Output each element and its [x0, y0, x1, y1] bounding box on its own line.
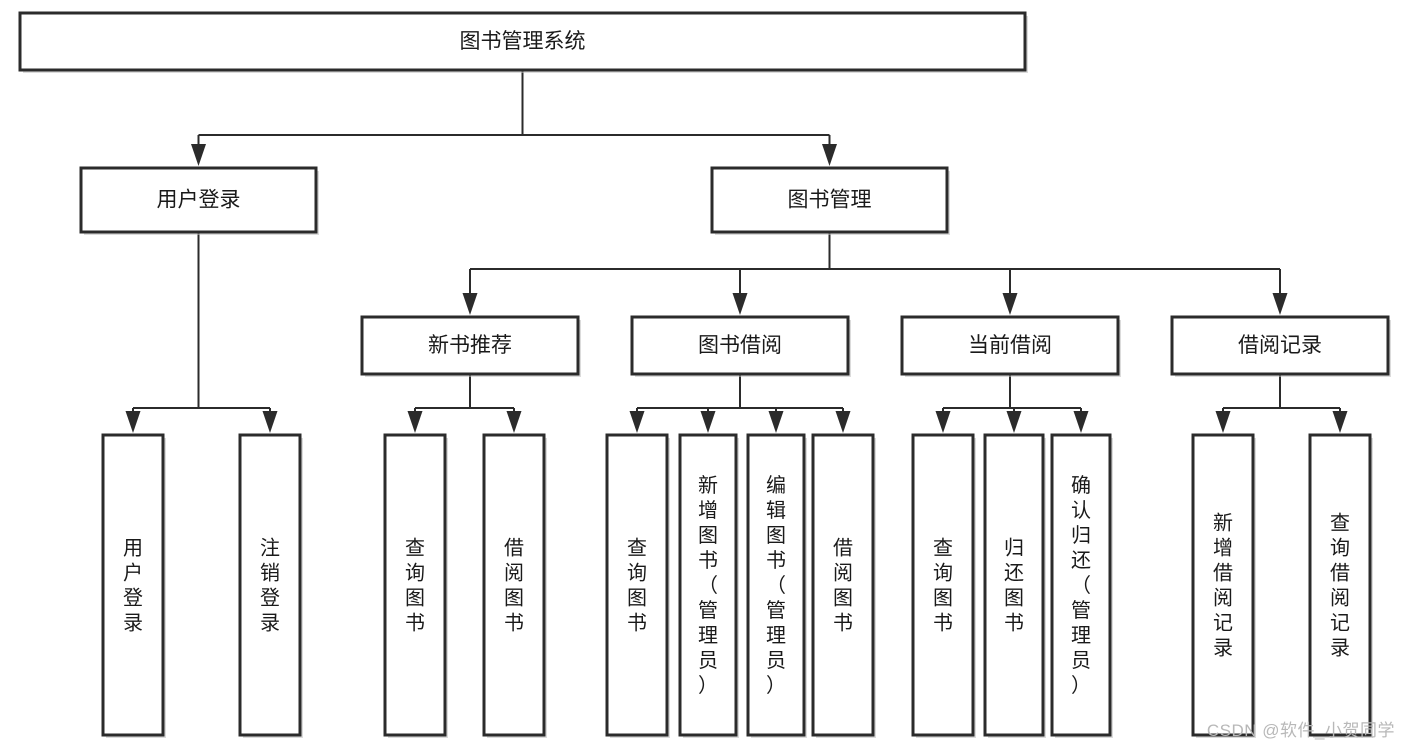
node-label: 查询图书 — [405, 537, 425, 635]
node-f8[interactable]: 借阅图书 — [811, 433, 876, 738]
node-rect[interactable] — [1308, 433, 1372, 737]
node-s1[interactable]: 新书推荐 — [360, 315, 581, 377]
node-f3[interactable]: 查询图书 — [383, 433, 448, 738]
node-rect[interactable] — [678, 433, 738, 737]
node-m2[interactable]: 图书管理 — [710, 166, 950, 235]
node-rect[interactable] — [1191, 433, 1255, 737]
node-label: 注销登录 — [260, 537, 280, 635]
connector-group-s1 — [407, 374, 522, 433]
node-rect[interactable] — [811, 433, 875, 737]
node-label: 用户登录 — [157, 189, 241, 212]
connector-group-s2 — [629, 374, 851, 433]
node-rect[interactable] — [983, 433, 1045, 737]
node-rect[interactable] — [383, 433, 447, 737]
node-rect[interactable] — [900, 315, 1120, 376]
node-f12[interactable]: 新增借阅记录 — [1191, 433, 1256, 738]
node-label: 编辑图书（管理员） — [766, 474, 786, 697]
node-f11[interactable]: 确认归还（管理员） — [1050, 433, 1113, 738]
node-label: 借阅图书 — [504, 537, 524, 635]
node-s3[interactable]: 当前借阅 — [900, 315, 1121, 377]
node-rect[interactable] — [1170, 315, 1390, 376]
connector-group-m1 — [125, 232, 278, 433]
node-label: 图书借阅 — [698, 334, 782, 357]
connector-group-m2 — [462, 232, 1288, 315]
node-f1[interactable]: 用户登录 — [101, 433, 166, 738]
node-label: 查询借阅记录 — [1330, 512, 1350, 660]
connector-group-s3 — [935, 374, 1089, 433]
node-label: 借阅图书 — [833, 537, 853, 635]
node-rect[interactable] — [238, 433, 302, 737]
node-layer: 图书管理系统用户登录图书管理新书推荐图书借阅当前借阅借阅记录用户登录注销登录查询… — [18, 11, 1391, 738]
node-label: 图书管理 — [788, 189, 872, 212]
node-rect[interactable] — [482, 433, 546, 737]
node-rect[interactable] — [605, 433, 669, 737]
node-label: 用户登录 — [123, 538, 143, 635]
node-f5[interactable]: 查询图书 — [605, 433, 670, 738]
node-rect[interactable] — [79, 166, 318, 234]
node-rect[interactable] — [746, 433, 806, 737]
node-f10[interactable]: 归还图书 — [983, 433, 1046, 738]
connector-group-s4 — [1215, 374, 1348, 433]
node-m1[interactable]: 用户登录 — [79, 166, 319, 235]
node-f7[interactable]: 编辑图书（管理员） — [746, 433, 807, 738]
node-rect[interactable] — [710, 166, 949, 234]
node-label: 归还图书 — [1004, 537, 1024, 635]
node-f2[interactable]: 注销登录 — [238, 433, 303, 738]
node-label: 借阅记录 — [1238, 334, 1322, 357]
node-f6[interactable]: 新增图书（管理员） — [678, 433, 739, 738]
node-label: 图书管理系统 — [460, 30, 586, 53]
node-rect[interactable] — [101, 433, 165, 737]
node-f4[interactable]: 借阅图书 — [482, 433, 547, 738]
node-rect[interactable] — [1050, 433, 1112, 737]
node-f9[interactable]: 查询图书 — [911, 433, 976, 738]
node-rect[interactable] — [630, 315, 850, 376]
connector-group-root — [191, 70, 837, 166]
node-label: 当前借阅 — [968, 334, 1052, 357]
node-label: 确认归还（管理员） — [1071, 474, 1091, 697]
node-label: 查询图书 — [933, 537, 953, 635]
node-label: 查询图书 — [627, 537, 647, 635]
node-rect[interactable] — [18, 11, 1027, 72]
node-rect[interactable] — [911, 433, 975, 737]
node-root[interactable]: 图书管理系统 — [18, 11, 1028, 73]
node-s4[interactable]: 借阅记录 — [1170, 315, 1391, 377]
csdn-watermark: CSDN @软件_小贺同学 — [1206, 721, 1395, 740]
connector-layer — [125, 70, 1348, 433]
node-label: 新增借阅记录 — [1213, 512, 1233, 660]
node-rect[interactable] — [360, 315, 580, 376]
node-label: 新书推荐 — [428, 334, 512, 357]
node-s2[interactable]: 图书借阅 — [630, 315, 851, 377]
node-label: 新增图书（管理员） — [698, 474, 718, 697]
node-f13[interactable]: 查询借阅记录 — [1308, 433, 1373, 738]
